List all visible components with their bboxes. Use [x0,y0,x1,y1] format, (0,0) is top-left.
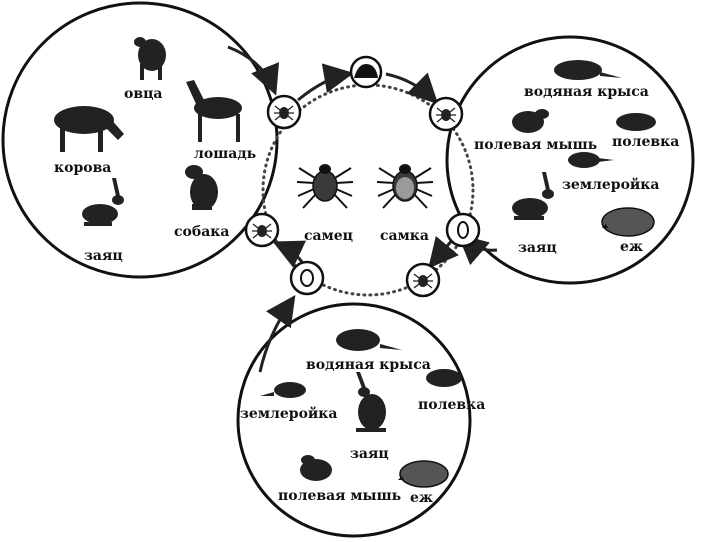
host-label-hare: заяц [518,240,557,256]
arrow-larva-to-eggs [297,63,354,102]
larva-icon [289,260,325,296]
vole-icon [616,113,656,131]
host-label-sheep: овца [124,86,163,102]
host-label-hare: заяц [350,446,389,462]
field-mouse-icon [512,109,549,133]
arrow-left-to-larva [227,45,280,96]
host-label-shrew: землеройка [562,177,660,193]
vole-icon [426,369,462,387]
host-label-dog: собака [174,224,230,240]
left-host-circle [1,1,279,279]
male-label: самец [304,228,354,244]
arrow-larva-to-left [272,240,307,268]
right-host-circle [445,35,695,285]
arrow-bottom-to-larva [258,295,296,373]
female-tick-icon [376,163,434,209]
hare-icon [82,178,124,226]
dog-icon [185,165,218,210]
horse-icon [186,80,242,142]
larva-icon [266,94,302,130]
host-label-field-mouse: полевая мышь [278,488,402,504]
nymph-icon [405,262,441,298]
male-tick-icon [296,163,354,209]
host-label-vole: полевка [612,134,680,150]
arrow-eggs-to-nymph [385,72,439,105]
shrew-icon [260,382,306,398]
bottom-host-circle [236,302,472,538]
host-label-water-rat: водяная крыса [524,84,649,100]
hedgehog-icon [601,207,655,237]
cow-icon [54,106,124,152]
host-label-horse: лошадь [194,146,257,162]
female-label: самка [380,228,429,244]
adult-tick-icon [244,212,280,248]
hare-icon [512,172,554,220]
hare-icon [356,372,386,432]
host-label-water-rat: водяная крыса [306,357,431,373]
host-label-hedgehog: еж [410,490,434,506]
water-rat-icon [554,60,622,80]
egg-icon [445,212,481,248]
egg-mass-icon [349,55,383,89]
sheep-icon [134,37,166,80]
host-label-hedgehog: еж [620,239,644,255]
field-mouse-icon [300,455,332,481]
hedgehog-icon [398,460,449,488]
host-label-field-mouse: полевая мышь [474,137,598,153]
water-rat-icon [336,329,402,351]
nymph-icon [428,96,464,132]
host-label-vole: полевка [418,397,486,413]
shrew-icon [568,152,614,168]
host-label-cow: корова [54,160,112,176]
host-label-shrew: землеройка [240,406,338,422]
host-label-hare: заяц [84,248,123,264]
